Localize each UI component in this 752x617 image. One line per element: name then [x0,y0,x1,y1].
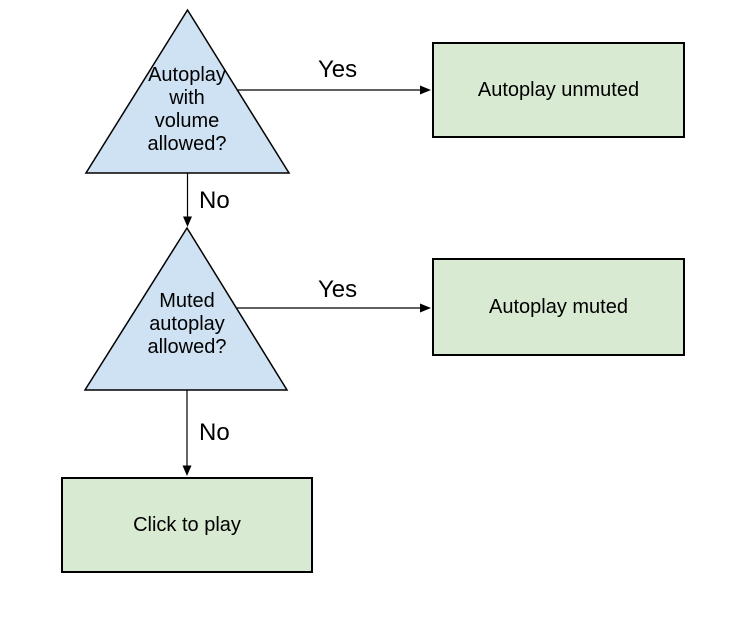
arrow-no-to-muted-autoplay-decision [183,173,192,227]
arrow-yes-to-autoplay-unmuted [238,85,431,95]
edge-label-no-click-to-play: No [199,419,230,446]
arrow-no-to-click-to-play [182,390,192,476]
outcome-label-click-to-play: Click to play [133,513,241,536]
outcome-box-autoplay-unmuted: Autoplay unmuted [432,42,685,138]
edge-label-yes-autoplay-unmuted: Yes [318,56,358,83]
edge-label-no-to-muted-decision: No [199,187,230,214]
decision-label-muted-autoplay: Muted autoplay allowed? [147,290,227,358]
outcome-box-autoplay-muted: Autoplay muted [432,258,685,356]
outcome-label-autoplay-muted: Autoplay muted [489,295,628,318]
arrow-yes-to-autoplay-muted [237,303,431,313]
decision-triangle-muted-autoplay [83,226,289,391]
edge-label-yes-autoplay-muted: Yes [318,276,358,303]
outcome-box-click-to-play: Click to play [61,477,313,573]
outcome-label-autoplay-unmuted: Autoplay unmuted [477,78,640,101]
decision-label-autoplay-with-volume: Autoplay with volume allowed? [147,64,227,155]
